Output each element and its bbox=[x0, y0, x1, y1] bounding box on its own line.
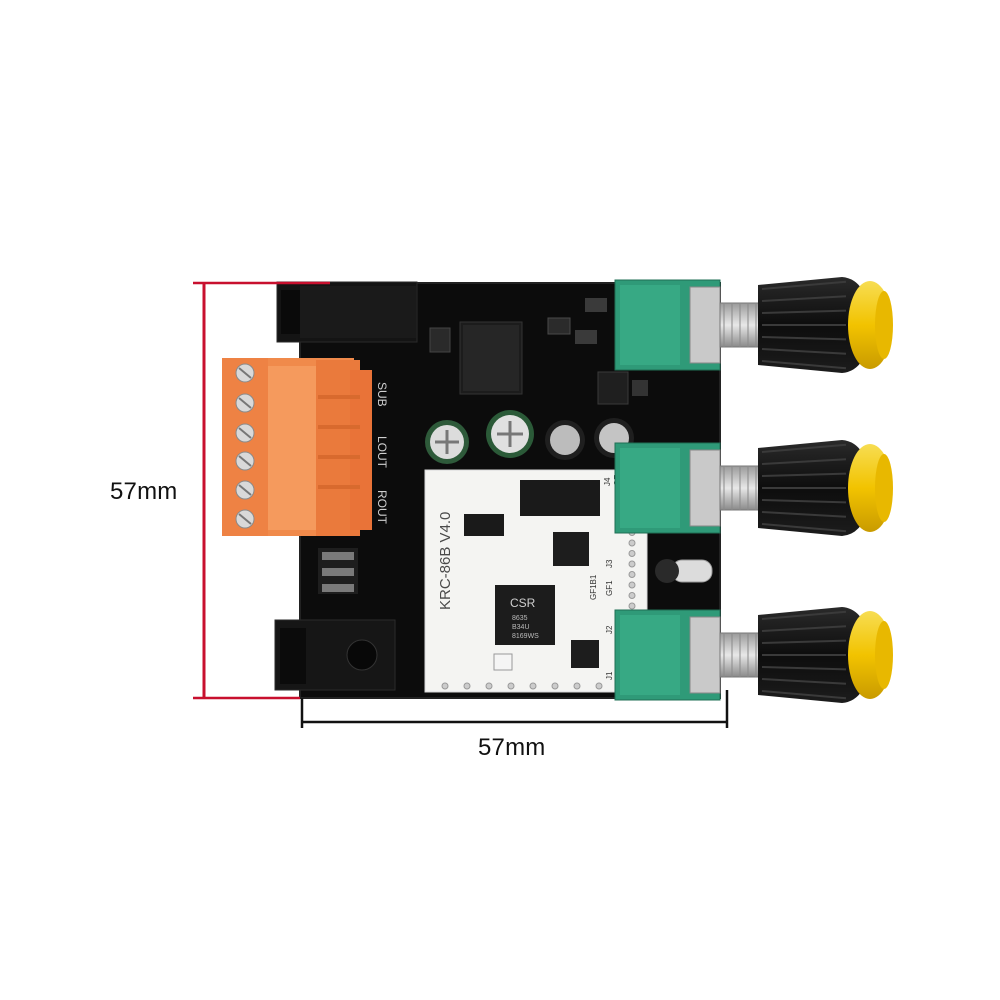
krc-module: CSR 8635 B34U 8169WS KRC-86B V4.0 J4 GF … bbox=[424, 469, 648, 693]
terminal-screw-2 bbox=[235, 393, 255, 413]
potentiometers bbox=[614, 277, 893, 703]
knob-bottom[interactable] bbox=[758, 607, 893, 703]
dc-power-jack bbox=[274, 619, 396, 691]
terminal-screw-3 bbox=[235, 423, 255, 443]
output-label-lout: LOUT bbox=[375, 436, 389, 469]
width-dimension-label: 57mm bbox=[478, 734, 546, 761]
module-model-label: KRC-86B V4.0 bbox=[437, 512, 454, 610]
terminal-screw-5 bbox=[235, 480, 255, 500]
terminal-screw-6 bbox=[235, 509, 255, 529]
terminal-screw-1 bbox=[235, 363, 255, 383]
pin-label-j3: J3 bbox=[605, 559, 614, 568]
height-dimension-line bbox=[193, 281, 330, 700]
pin-label-gf1: GF1 bbox=[605, 580, 614, 596]
pin-label-j4: J4 bbox=[603, 477, 612, 486]
knob-middle[interactable] bbox=[758, 440, 893, 536]
pin-label-j2: J2 bbox=[605, 625, 614, 634]
metal-bracket bbox=[318, 548, 358, 594]
csr-chip-code-2: B34U bbox=[512, 624, 530, 631]
led-component bbox=[655, 559, 713, 583]
output-label-sub: SUB bbox=[375, 382, 389, 407]
output-label-rout: ROUT bbox=[375, 490, 389, 525]
potentiometer-top bbox=[614, 277, 893, 373]
pin-label-gf1b1: GF1B1 bbox=[589, 574, 598, 600]
csr-chip-code-3: 8169WS bbox=[512, 633, 539, 640]
csr-chip-brand: CSR bbox=[510, 596, 536, 610]
csr-chip-code-1: 8635 bbox=[512, 615, 528, 622]
terminal-screw-4 bbox=[235, 451, 255, 471]
potentiometer-middle bbox=[614, 440, 893, 536]
orange-terminal-block bbox=[222, 358, 372, 536]
potentiometer-bottom bbox=[614, 607, 893, 703]
capacitors bbox=[425, 410, 634, 464]
output-labels: SUB LOUT ROUT bbox=[375, 382, 389, 525]
pin-label-j1: J1 bbox=[605, 671, 614, 680]
width-dimension-line bbox=[300, 690, 729, 728]
terminal-screws bbox=[235, 363, 255, 529]
knob-top[interactable] bbox=[758, 277, 893, 373]
height-dimension-label: 57mm bbox=[110, 478, 178, 505]
audio-jack-top bbox=[276, 281, 418, 343]
top-ics bbox=[429, 298, 648, 405]
